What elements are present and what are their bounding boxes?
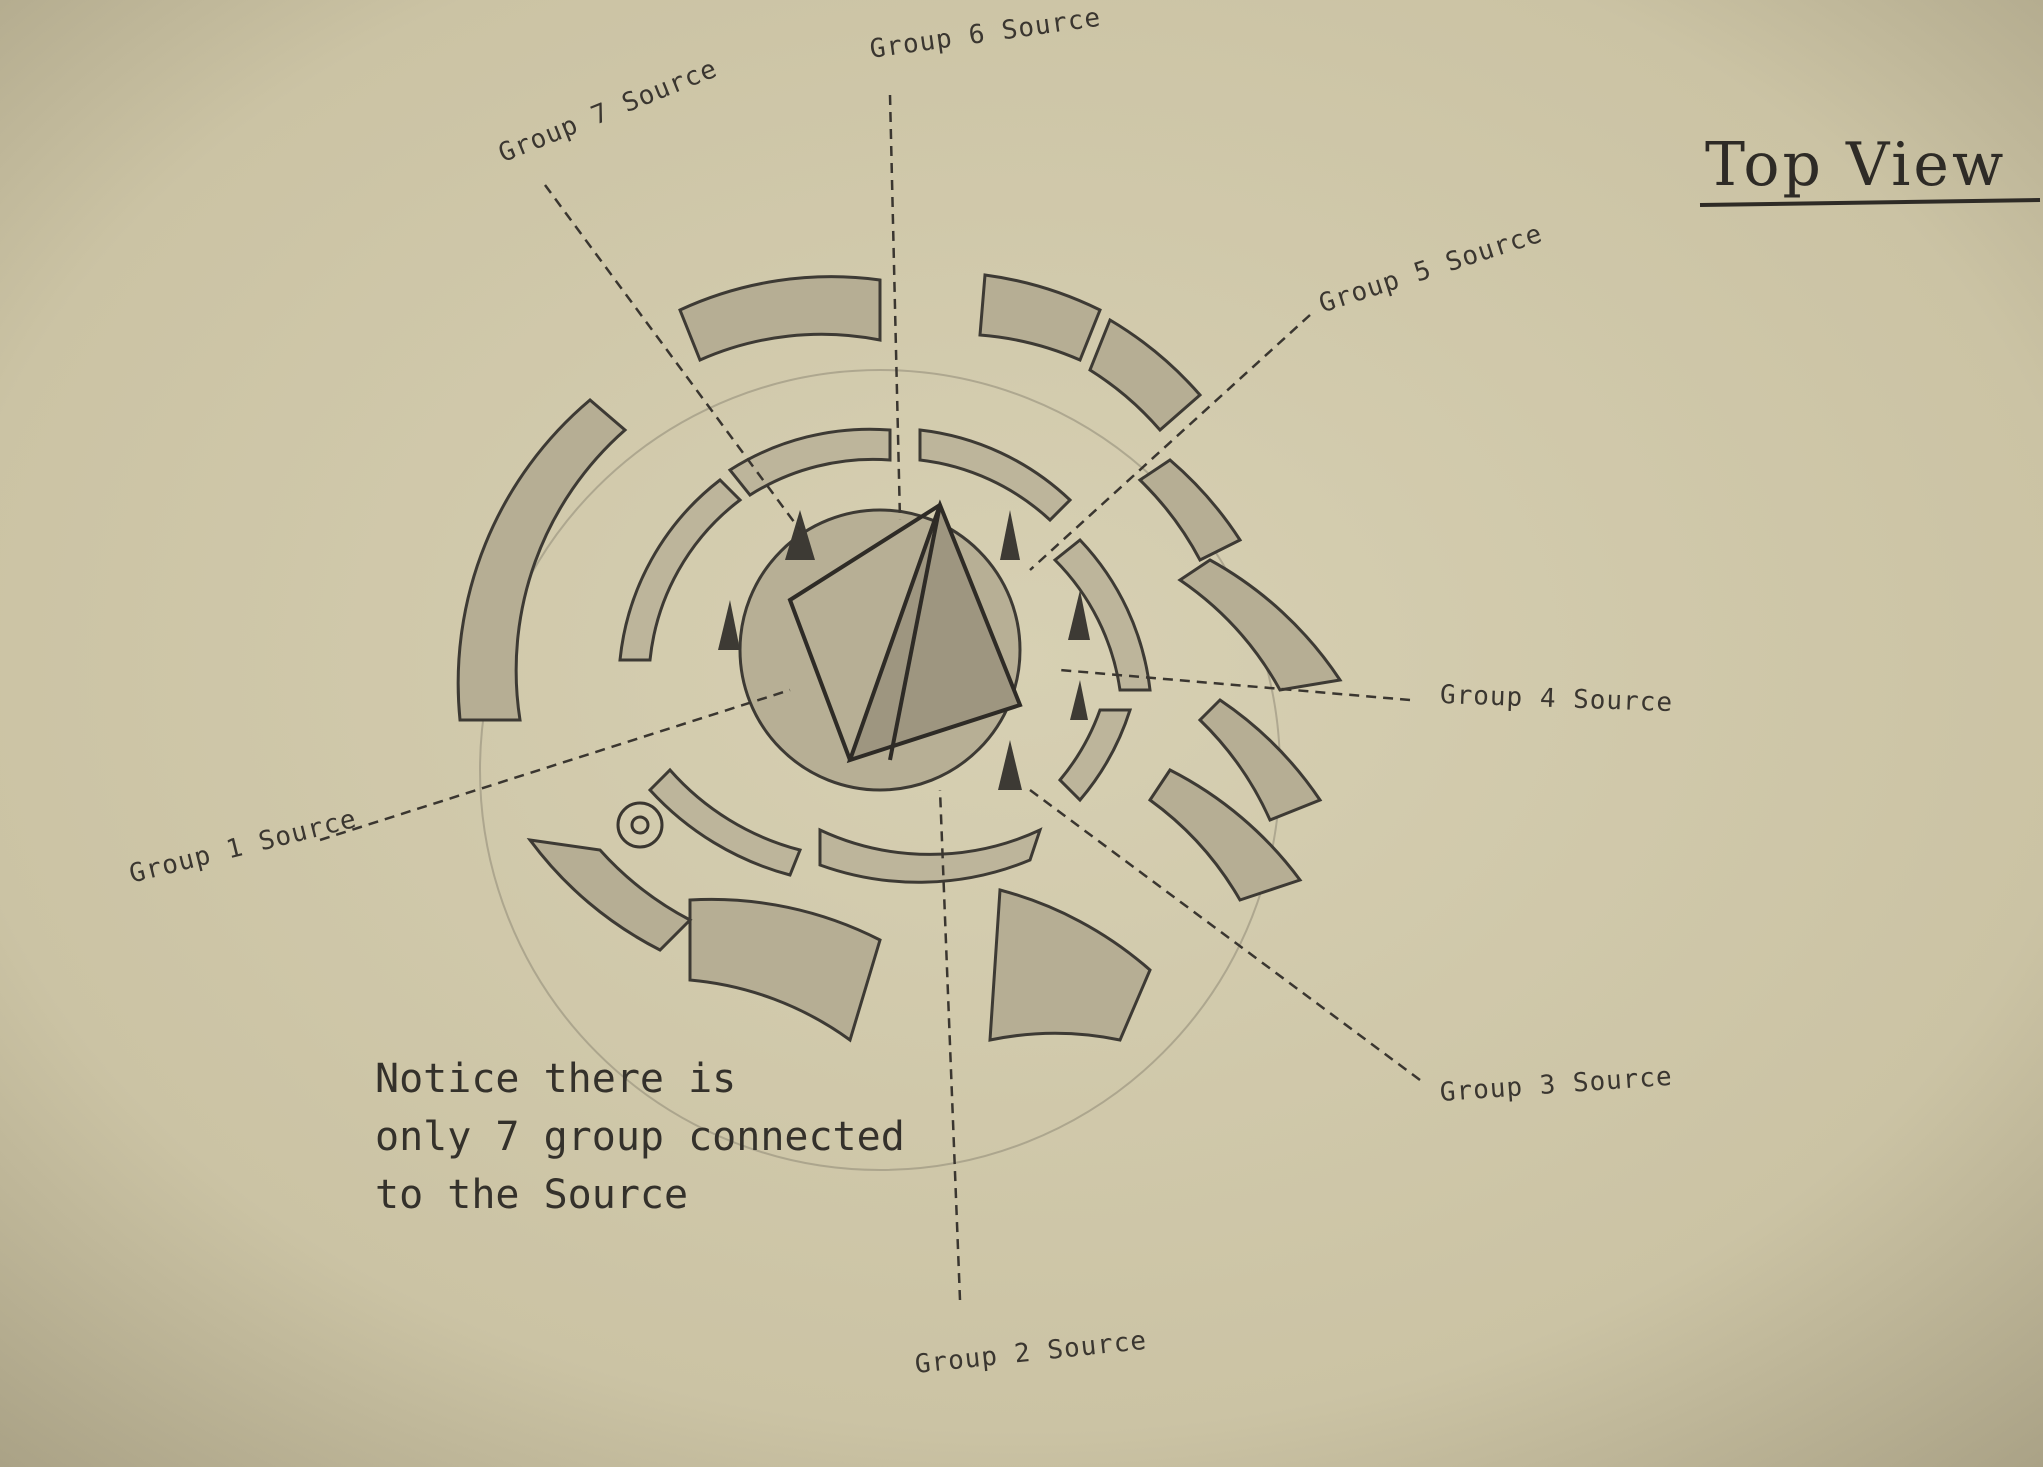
note-text: Notice there is only 7 group connected t… (375, 1050, 905, 1224)
note-line-2: only 7 group connected (375, 1108, 905, 1166)
page-title: Top View (1705, 130, 2006, 200)
note-line-3: to the Source (375, 1166, 905, 1224)
note-line-1: Notice there is (375, 1050, 905, 1108)
